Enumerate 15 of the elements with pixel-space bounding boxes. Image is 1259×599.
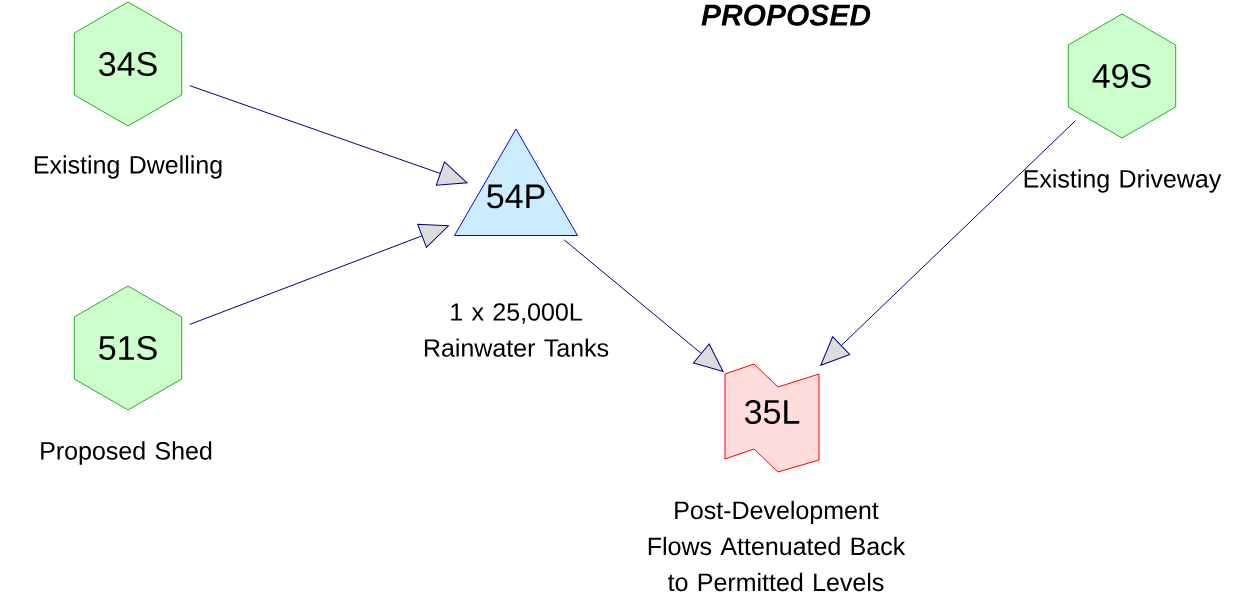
arrow <box>563 239 724 372</box>
node-caption: Existing Dwelling <box>34 155 222 179</box>
hexagon-node: 34S <box>73 1 183 127</box>
node-caption: Proposed Shed <box>41 441 212 465</box>
node-caption: Post-Development Flows Attenuated Back to Permitted Levels <box>648 500 906 592</box>
arrow <box>189 223 449 325</box>
arrow <box>189 85 468 186</box>
arrow <box>820 120 1077 366</box>
hexagon-node: 51S <box>73 285 183 411</box>
title: PROPOSED <box>701 4 871 26</box>
triangle-node: 54P <box>454 128 578 236</box>
node-caption: Existing Driveway <box>1024 169 1222 193</box>
hexagon-node: 49S <box>1067 13 1177 139</box>
reach-node: 35L <box>724 363 820 473</box>
node-caption: 1 x 25,000L Rainwater Tanks <box>424 303 609 357</box>
